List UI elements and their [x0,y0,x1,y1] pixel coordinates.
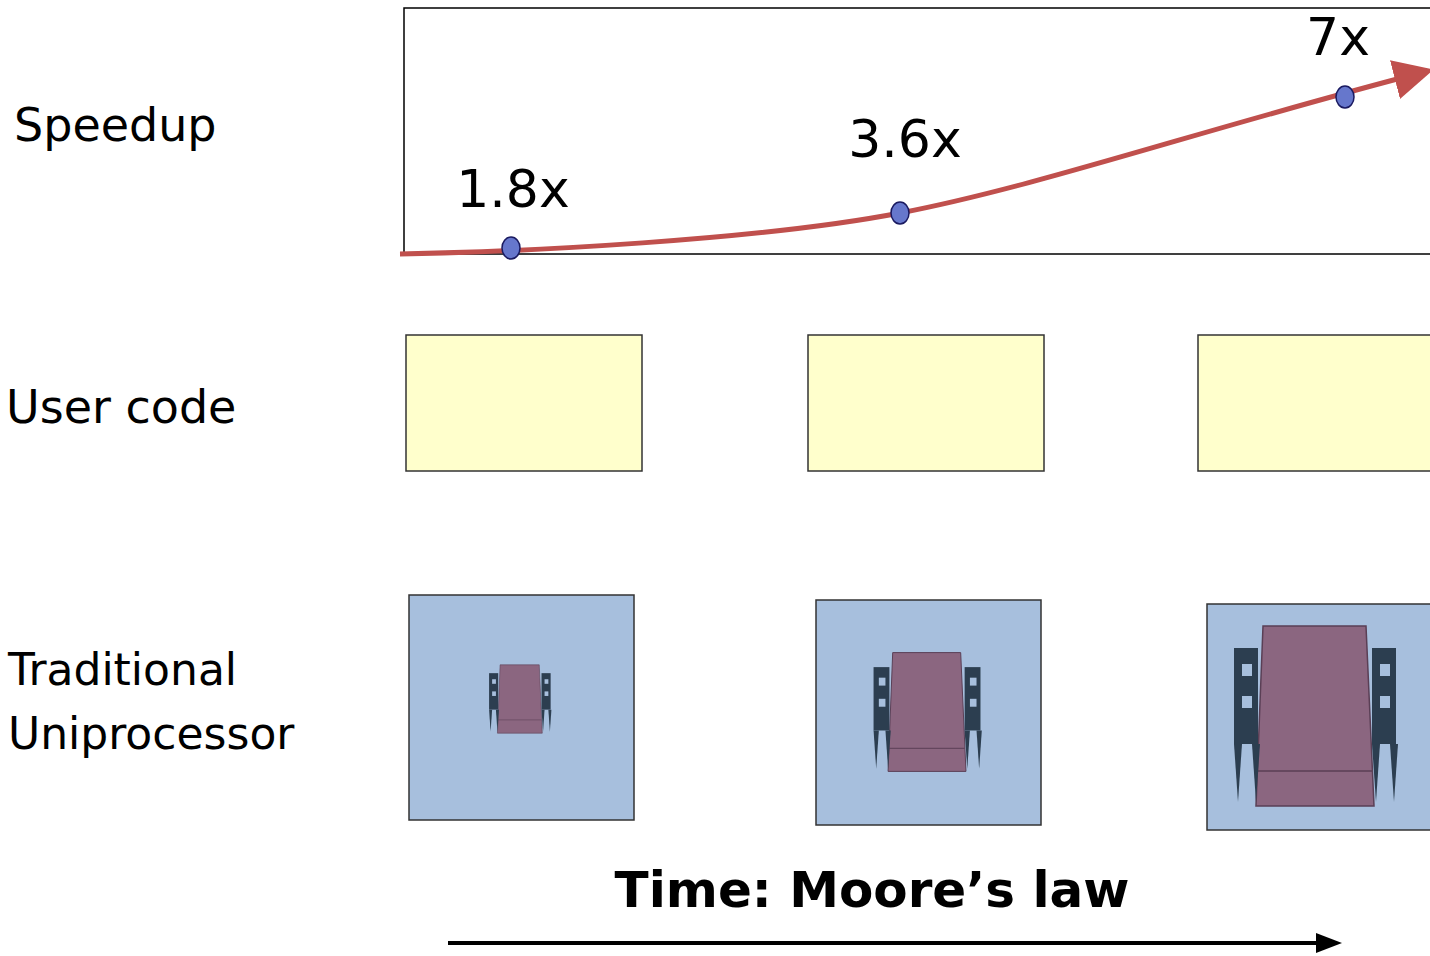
speedup-curve [400,72,1424,254]
row-label: Speedup [14,98,217,153]
speedup-value: 1.8x [456,158,569,220]
code-box [1198,335,1430,471]
processor-tile [1207,604,1430,830]
chip-icon [874,653,982,772]
code-box [808,335,1044,471]
data-point [891,202,909,224]
speedup-value: 7x [1306,6,1370,68]
time-arrow [448,941,1322,945]
chip-icon [1234,626,1398,806]
processor-tile [816,600,1041,825]
axis-label: Time: Moore’s law [615,860,1130,920]
data-point [502,237,520,259]
arrow-head [1316,933,1342,953]
code-box [406,335,642,471]
speedup-value: 3.6x [848,108,961,170]
chip-icon [489,665,551,733]
row-label: Traditional Uniprocessor [8,638,398,766]
processor-tile [409,595,634,820]
chart-frame [404,8,1430,254]
data-point [1336,86,1354,108]
row-label: User code [6,380,236,435]
